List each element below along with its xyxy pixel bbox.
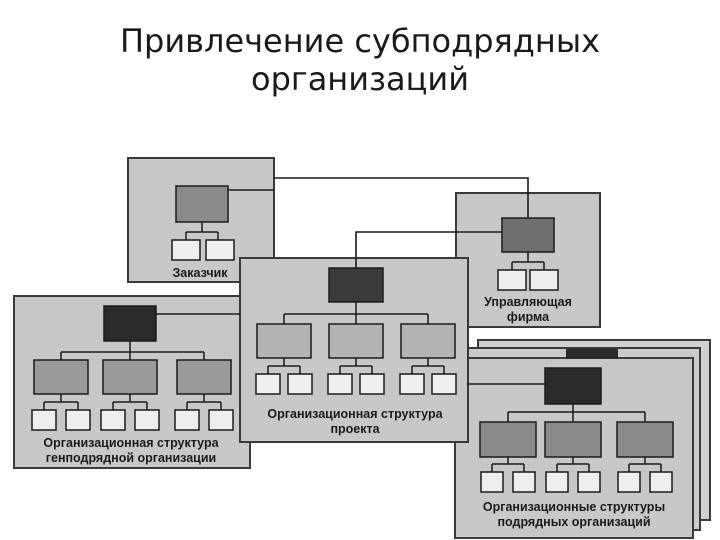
subcontractor-mid-box-1 [479,421,537,458]
project-mid-box-3 [400,323,456,359]
subcontractor-leaf-box [649,471,673,493]
customer-leaf-box [171,239,201,261]
general-contractor-head-box [103,305,157,342]
subcontractor-connectors [491,404,662,472]
customer-connectors [185,222,219,240]
project-leaf-box [327,373,353,395]
general-contractor-leaf-box [31,409,57,431]
general-contractor-leaf-box [134,409,160,431]
subcontractors-label-line-1: Организационные структуры [483,500,665,514]
project-leaf-box [255,373,281,395]
project-connectors [267,302,445,374]
management-firm-connectors [511,252,545,270]
project-leaf-boxes [255,373,457,395]
subcontractors-panel-group: Организационные структуры подрядных орга… [454,339,711,539]
title-line-2: организаций [250,60,470,98]
management-firm-head-box [501,217,555,253]
connector-project-to-management [355,231,502,268]
project-leaf-box [359,373,385,395]
project-leaf-box [287,373,313,395]
general-contractor-label-line-2: генподрядной организации [46,451,216,465]
general-contractor-panel-group: Организационная структура генподрядной о… [13,295,251,469]
project-head-box [328,267,384,303]
title-line-1: Привлечение субподрядных [119,22,601,60]
subcontractor-leaf-box [512,471,536,493]
subcontractor-head-box [544,367,602,405]
project-structure-label-line-1: Организационная структура [267,407,443,421]
management-firm-leaf-box [497,269,527,291]
subcontractor-mid-box-3 [616,421,674,458]
project-structure-panel-group: Организационная структура проекта [239,257,469,443]
slide-title: Привлечение субподрядных организаций [0,22,720,98]
project-structure-label-line-2: проекта [330,422,380,436]
general-contractor-leaf-box [208,409,234,431]
general-contractor-mid-box-3 [176,359,232,395]
subcontractors-label-line-2: подрядных организаций [497,515,650,529]
inter-panel-connectors [156,177,545,385]
general-contractor-connectors [43,341,222,410]
management-firm-leaf-box [529,269,559,291]
subcontractor-leaf-box [480,471,504,493]
management-firm-label-line-2: фирма [507,310,550,324]
subcontractor-leaf-box [617,471,641,493]
general-contractor-leaf-box [174,409,200,431]
customer-head-box [175,185,229,223]
general-contractor-mid-box-2 [102,359,158,395]
subcontractor-leaf-box [545,471,569,493]
customer-leaf-box [205,239,235,261]
customer-label: Заказчик [172,266,228,280]
project-mid-box-1 [256,323,312,359]
project-leaf-box [431,373,457,395]
subcontractor-back-top-box [566,349,618,359]
connector-top-run [274,177,529,218]
general-contractor-label-line-1: Организационная структура [43,436,219,450]
general-contractor-leaf-boxes [31,409,234,431]
management-firm-label-line-1: Управляющая [484,295,572,309]
subcontractor-leaf-box [577,471,601,493]
general-contractor-leaf-box [65,409,91,431]
project-leaf-box [399,373,425,395]
subcontractor-leaf-boxes [480,471,673,493]
management-firm-panel-group: Управляющая фирма [455,192,601,328]
general-contractor-mid-box-1 [33,359,89,395]
general-contractor-leaf-box [100,409,126,431]
subcontractor-mid-box-2 [544,421,602,458]
project-mid-box-2 [328,323,384,359]
